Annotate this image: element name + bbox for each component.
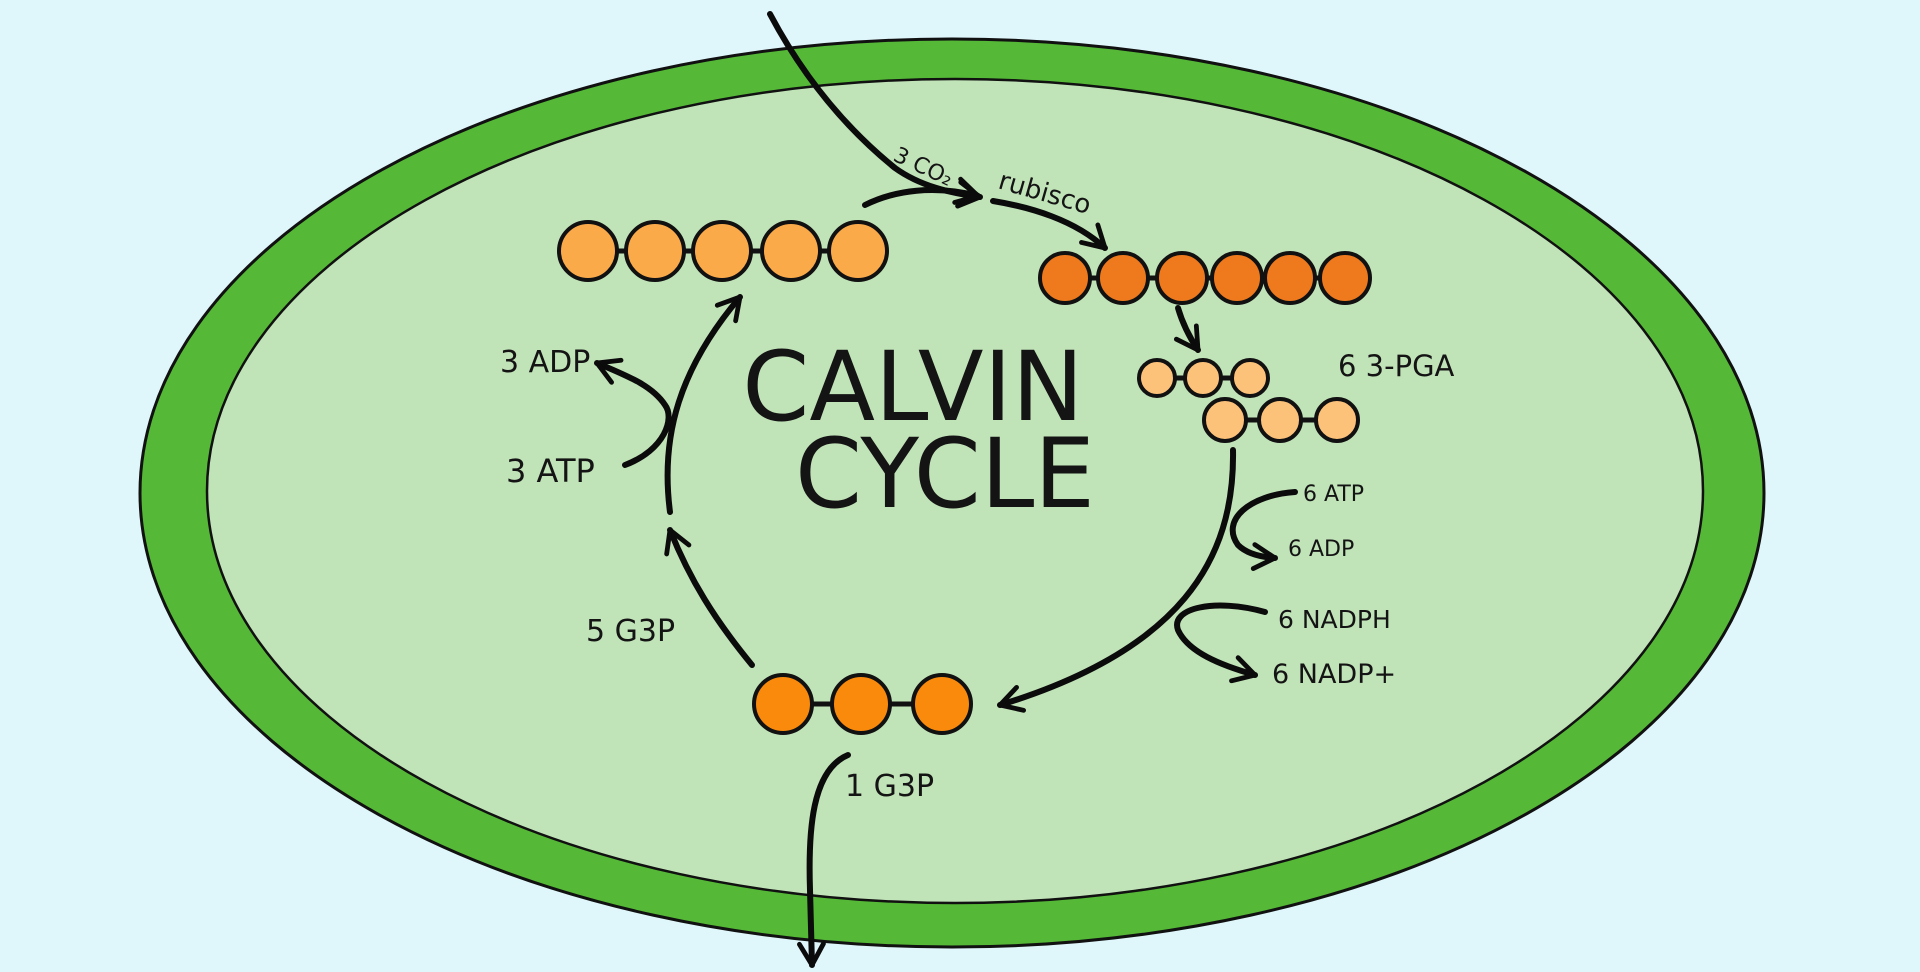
regeneration-arrow-2 xyxy=(664,294,743,515)
nadph-to-nadp-arrow xyxy=(1174,602,1268,684)
atp3-label: 3 ATP xyxy=(506,452,595,490)
regeneration-arrow xyxy=(664,527,755,668)
atp-to-adp-arrow-left xyxy=(594,357,672,468)
nadp6-label: 6 NADP+ xyxy=(1272,659,1396,690)
rubp-to-co2-arrow xyxy=(862,176,981,208)
atp-to-adp-arrow xyxy=(1229,489,1298,571)
pga-molecule-2 xyxy=(1202,397,1360,443)
atp6-label: 6 ATP xyxy=(1303,482,1364,507)
nadph6-label: 6 NADPH xyxy=(1278,605,1391,634)
g3p-output-arrow xyxy=(797,752,851,968)
split-arrow xyxy=(1173,305,1201,353)
pga-molecule-1 xyxy=(1137,358,1270,398)
rubp-molecule xyxy=(557,220,889,282)
adp3-label: 3 ADP xyxy=(500,345,590,380)
adp6-label: 6 ADP xyxy=(1288,537,1354,562)
g3p1-label: 1 G3P xyxy=(845,769,934,804)
g3p-molecule xyxy=(752,673,973,735)
pga-label: 6 3-PGA xyxy=(1338,349,1455,383)
reduction-arrow xyxy=(997,447,1237,713)
six-carbon-molecule xyxy=(1038,251,1372,305)
title-line2: CYCLE xyxy=(795,418,1095,530)
g3p5-label: 5 G3P xyxy=(586,614,675,649)
rubisco-arrow xyxy=(990,198,1108,251)
title-line1: CALVIN xyxy=(742,331,1083,443)
